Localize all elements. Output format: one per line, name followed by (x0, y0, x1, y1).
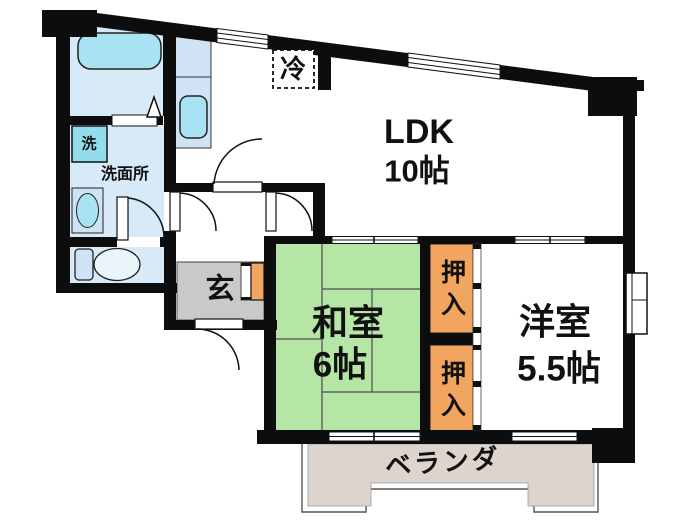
corridor-right-stub (313, 192, 325, 243)
ldk-door-leaf (212, 181, 263, 193)
bottom-wall (257, 430, 635, 444)
bathroom-door-triangle (145, 94, 163, 118)
veranda-outline (301, 444, 599, 513)
veranda-label: ベランダ (384, 442, 502, 482)
bathroom-bottom-wall (56, 116, 163, 125)
shoe-cabinet-tick-bottom (241, 297, 251, 300)
washroom-door-arc (127, 197, 165, 239)
closet-lower-label: 押入 (437, 360, 466, 424)
washroom-door-leaf (116, 196, 129, 241)
genkan-label: 玄 (205, 273, 235, 306)
closet-fusuma-ticks (473, 244, 481, 430)
bathroom-right-wall (163, 34, 176, 116)
closet-divider-wall (427, 333, 473, 345)
right-wall (623, 116, 635, 428)
left-wall (56, 30, 70, 293)
toilet-bowl (93, 247, 141, 282)
vanity-sink-bowl (76, 193, 99, 228)
closet-upper-label: 押入 (437, 259, 466, 323)
toilet-bottom-wall (56, 283, 177, 293)
corridor-top-wall-left (164, 183, 213, 192)
toilet-tank (74, 248, 94, 281)
closet-fusuma-strip (472, 243, 482, 431)
doors (111, 94, 313, 371)
western-room-size: 5.5帖 (517, 349, 601, 389)
shoe-cabinet-tick-top (241, 263, 251, 266)
shoe-cabinet-door (240, 262, 252, 301)
washroom-bottom-wall-right (160, 237, 176, 247)
entrance-door-leaf (194, 318, 244, 330)
top-window-1 (216, 27, 269, 50)
veranda-floor (307, 443, 595, 507)
tatami-lines (276, 244, 420, 430)
tatami-left-wall (264, 244, 276, 430)
pillar-top-right (588, 77, 637, 116)
washroom-bottom-wall-left (68, 237, 117, 247)
washroom-label: 洗面所 (100, 166, 150, 183)
washer-label: 洗 (81, 135, 97, 153)
ldk-room-name: LDK (384, 113, 454, 151)
corridor-door-left-arc (179, 192, 217, 232)
mid-horizontal-wall (264, 236, 635, 244)
washroom-right-wall-lower (164, 231, 176, 330)
windows (216, 27, 648, 442)
closet-left-wall (420, 244, 430, 430)
entrance-door-arc (196, 328, 240, 371)
corridor-door-left-leaf (169, 191, 181, 232)
corridor-door-right-arc (275, 192, 313, 232)
refrigerator-label: 冷 (279, 54, 307, 84)
fridge-stub-wall (318, 44, 331, 90)
tatami-room-name: 和室 (311, 302, 385, 343)
top-window-2 (407, 52, 501, 80)
tatami-room-size: 6帖 (312, 345, 368, 385)
bathtub (77, 32, 162, 70)
washroom-right-wall-upper (164, 116, 176, 192)
refrigerator-box (272, 49, 315, 89)
tatami-room-floor (276, 244, 420, 430)
corridor-door-right-leaf (265, 191, 277, 232)
ldk-room-size: 10帖 (384, 153, 450, 189)
bay-window-youshitsu (625, 272, 648, 335)
kitchen-sink (179, 95, 208, 139)
western-room-name: 洋室 (518, 301, 592, 342)
top-right-notch (635, 80, 644, 91)
bathroom-door-bar (111, 114, 158, 127)
ldk-door-arc (213, 138, 263, 185)
corridor-top-wall-right (262, 183, 325, 192)
shoe-cabinet (250, 262, 265, 301)
washing-machine (71, 125, 108, 163)
